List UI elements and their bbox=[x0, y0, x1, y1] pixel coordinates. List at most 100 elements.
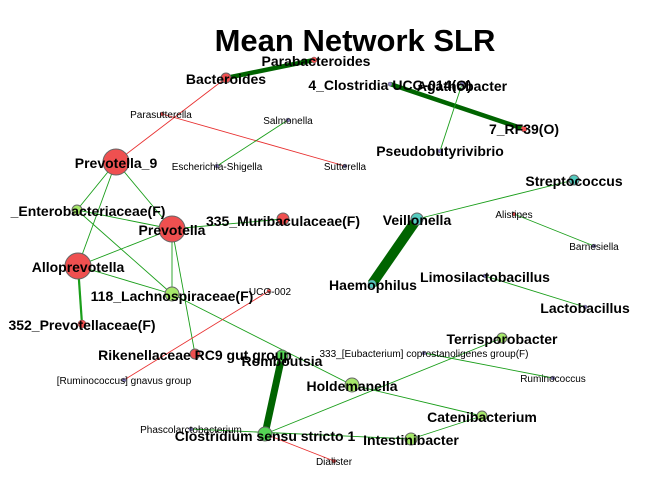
node-ucg-002[interactable] bbox=[266, 288, 272, 294]
edge-layer bbox=[76, 57, 595, 462]
node-phascolarctobacterium[interactable] bbox=[188, 426, 194, 432]
edge-333-eubacterium-ruminococcus bbox=[423, 352, 554, 379]
edge-alloprevotella-118-lachnospiraceae bbox=[77, 265, 173, 295]
edge-veillonella-streptococcus bbox=[416, 179, 575, 220]
node-label-sutterella: Sutterella bbox=[324, 162, 367, 173]
edge-terrisporobacter-clostridium-ss1 bbox=[264, 337, 503, 435]
node-label-limosilactobacillus: Limosilactobacillus bbox=[420, 269, 550, 285]
node-label-lactobacillus: Lactobacillus bbox=[540, 300, 630, 316]
node-label-streptococcus: Streptococcus bbox=[525, 173, 622, 189]
edge-enterobacteriaceae-118-lachnospiraceae bbox=[76, 209, 173, 295]
edge-phascolarctobacterium-intestinibacter bbox=[190, 428, 412, 440]
node-label-clostridium-ss1: Clostridium sensu stricto 1 bbox=[175, 428, 356, 444]
node-ruminococcus-gnavus[interactable] bbox=[121, 377, 127, 383]
node-salmonella[interactable] bbox=[285, 117, 291, 123]
edge-prevotella-rikenellaceae bbox=[171, 228, 196, 355]
node-agathobacter[interactable] bbox=[459, 81, 465, 87]
edge-enterobacteriaceae-prevotella bbox=[76, 209, 173, 230]
node-label-agathobacter: Agathobacter bbox=[417, 78, 508, 94]
edge-ucg-002-ruminococcus-gnavus bbox=[123, 290, 270, 381]
edge-parasutterella-sutterella bbox=[161, 113, 346, 167]
edge-veillonella-haemophilus bbox=[367, 216, 422, 287]
node-enterobacteriaceae[interactable] bbox=[71, 204, 83, 216]
node-118-lachnospiraceae[interactable] bbox=[164, 286, 180, 302]
node-label-rikenellaceae: Rikenellaceae RC9 gut group bbox=[98, 347, 292, 363]
node-label-intestinibacter: Intestinibacter bbox=[363, 432, 459, 448]
edge-limosilactobacillus-lactobacillus bbox=[484, 275, 586, 308]
node-label-catenibacterium: Catenibacterium bbox=[427, 409, 537, 425]
node-escherichia[interactable] bbox=[214, 163, 220, 169]
node-label-333-eubacterium: 333_[Eubacterium] coprostanoligenes grou… bbox=[319, 349, 528, 360]
node-label-bacteroides: Bacteroides bbox=[186, 71, 266, 87]
node-label-salmonella: Salmonella bbox=[263, 116, 313, 127]
edge-bacteroides-parabacteroides bbox=[225, 57, 315, 81]
edge-118-lachnospiraceae-holdemanella bbox=[171, 293, 353, 386]
edge-alistipes-barnesiella bbox=[513, 213, 595, 247]
node-label-alistipes: Alistipes bbox=[495, 210, 532, 221]
edge-salmonella-escherichia bbox=[216, 119, 289, 167]
node-label-parabacteroides: Parabacteroides bbox=[262, 53, 371, 69]
node-alloprevotella[interactable] bbox=[64, 252, 92, 280]
node-4-clostridia[interactable] bbox=[387, 81, 393, 87]
edge-holdemanella-catenibacterium bbox=[351, 384, 483, 417]
node-label-ucg-002: UCG-002 bbox=[249, 287, 292, 298]
node-intestinibacter[interactable] bbox=[404, 432, 418, 446]
node-352-prevotellaceae[interactable] bbox=[77, 319, 87, 329]
node-parasutterella[interactable] bbox=[159, 111, 165, 117]
node-pseudobutyrivibrio[interactable] bbox=[437, 148, 443, 154]
node-label-alloprevotella: Alloprevotella bbox=[32, 259, 125, 275]
node-label-enterobacteriaceae: _Enterobacteriaceae(F) bbox=[10, 203, 166, 219]
edge-prevotella-9-prevotella bbox=[115, 161, 173, 230]
node-label-prevotella-9: Prevotella_9 bbox=[75, 155, 158, 171]
chart-title: Mean Network SLR bbox=[215, 23, 496, 58]
node-333-eubacterium[interactable] bbox=[421, 350, 427, 356]
node-barnesiella[interactable] bbox=[591, 243, 597, 249]
node-rikenellaceae[interactable] bbox=[189, 348, 201, 360]
node-label-7-rf39: 7_RF39(O) bbox=[489, 121, 559, 137]
node-label-pseudobutyrivibrio: Pseudobutyrivibrio bbox=[376, 143, 504, 159]
node-prevotella[interactable] bbox=[158, 215, 186, 243]
label-layer: Bacteroides Parabacteroides 4_Clostridia U… bbox=[8, 53, 629, 468]
node-label-terrisporobacter: Terrisporobacter bbox=[447, 331, 559, 347]
node-catenibacterium[interactable] bbox=[476, 410, 488, 422]
node-romboutsia[interactable] bbox=[275, 349, 289, 363]
node-bacteroides[interactable] bbox=[220, 72, 232, 84]
node-parabacteroides[interactable] bbox=[310, 56, 318, 64]
node-prevotella-9[interactable] bbox=[102, 148, 130, 176]
edge-clostridium-ss1-dialister bbox=[264, 433, 335, 462]
node-haemophilus[interactable] bbox=[367, 279, 377, 289]
node-label-dialister: Dialister bbox=[316, 457, 353, 468]
node-335-muribaculaceae[interactable] bbox=[276, 212, 290, 226]
node-label-barnesiella: Barnesiella bbox=[569, 242, 619, 253]
node-7-rf39[interactable] bbox=[520, 125, 528, 133]
node-terrisporobacter[interactable] bbox=[496, 332, 508, 344]
edge-prevotella-alloprevotella bbox=[77, 228, 173, 267]
edge-catenibacterium-intestinibacter bbox=[410, 415, 483, 440]
node-label-352-prevotellaceae: 352_Prevotellaceae(F) bbox=[8, 317, 155, 333]
node-label-escherichia: Escherichia-Shigella bbox=[172, 162, 263, 173]
node-streptococcus[interactable] bbox=[568, 174, 580, 186]
edge-agathobacter-pseudobutyrivibrio bbox=[439, 83, 463, 152]
node-label-holdemanella: Holdemanella bbox=[306, 378, 397, 394]
node-label-335-muribaculaceae: 335_Muribaculaceae(F) bbox=[206, 213, 360, 229]
node-ruminococcus[interactable] bbox=[550, 375, 556, 381]
node-label-ruminococcus: Ruminococcus bbox=[520, 374, 586, 385]
node-label-parasutterella: Parasutterella bbox=[130, 110, 192, 121]
node-label-romboutsia: Romboutsia bbox=[242, 353, 323, 369]
edge-romboutsia-clostridium-ss1 bbox=[261, 355, 286, 435]
node-clostridium-ss1[interactable] bbox=[257, 426, 273, 442]
node-label-ruminococcus-gnavus: [Ruminococcus] gnavus group bbox=[57, 376, 192, 387]
node-holdemanella[interactable] bbox=[344, 377, 360, 393]
node-dialister[interactable] bbox=[331, 458, 337, 464]
node-limosilactobacillus[interactable] bbox=[482, 273, 488, 279]
node-label-4-clostridia: 4_Clostridia UCG-014(O) bbox=[308, 77, 471, 93]
node-label-haemophilus: Haemophilus bbox=[329, 277, 417, 293]
node-layer bbox=[64, 56, 597, 464]
node-lactobacillus[interactable] bbox=[582, 304, 588, 310]
node-alistipes[interactable] bbox=[511, 211, 517, 217]
edge-prevotella-335-muribaculaceae bbox=[171, 218, 284, 230]
edge-4-clostridia-7-rf39 bbox=[389, 81, 525, 132]
node-sutterella[interactable] bbox=[342, 163, 348, 169]
node-veillonella[interactable] bbox=[410, 212, 424, 226]
